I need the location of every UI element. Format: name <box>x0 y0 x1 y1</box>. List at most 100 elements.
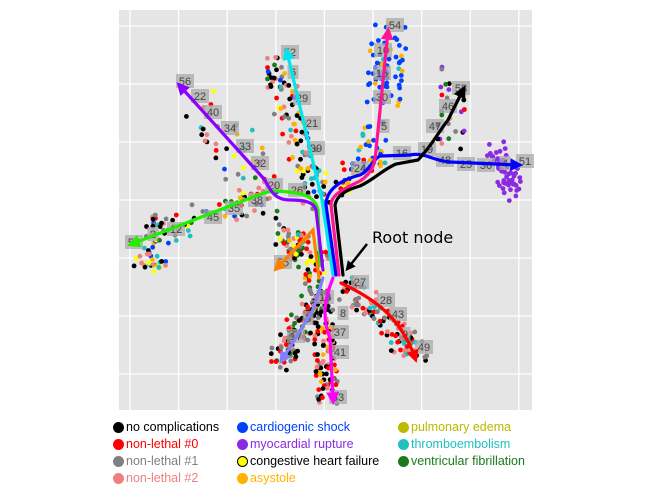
data-point <box>446 136 452 142</box>
legend-item: non-lethal #2 <box>113 470 219 487</box>
node-label-text: 27 <box>354 277 366 289</box>
data-point <box>170 217 176 223</box>
node-label-box <box>316 290 334 304</box>
data-point <box>282 114 287 120</box>
data-point <box>320 358 326 364</box>
data-point <box>393 74 398 80</box>
data-point <box>142 264 148 270</box>
data-point <box>372 81 378 86</box>
data-point <box>296 264 301 270</box>
data-point <box>286 83 292 88</box>
data-point <box>163 216 169 222</box>
root-node-label: Root node <box>372 228 453 247</box>
data-point <box>249 127 255 133</box>
node-label-box <box>191 89 209 103</box>
node-label-text: 39 <box>310 143 322 155</box>
data-point <box>296 318 302 323</box>
data-point <box>131 263 137 269</box>
data-point <box>275 231 281 236</box>
legend-marker <box>398 422 409 433</box>
data-point <box>150 216 156 222</box>
data-point <box>294 168 300 174</box>
node-label-text: 54 <box>389 20 401 32</box>
node-label-box <box>147 227 159 241</box>
branch-lightpurple <box>279 276 325 365</box>
data-point <box>292 121 297 127</box>
data-point <box>241 165 246 171</box>
data-point <box>392 35 398 41</box>
data-point <box>355 156 361 162</box>
branch-blue <box>324 152 524 277</box>
data-point <box>222 166 227 172</box>
branch-black <box>333 85 466 277</box>
data-point <box>290 155 295 160</box>
data-point <box>330 307 336 313</box>
data-point <box>213 141 219 147</box>
data-point <box>378 159 383 165</box>
data-point <box>439 112 445 118</box>
data-point <box>366 82 371 88</box>
data-point <box>401 341 407 346</box>
data-point <box>388 340 394 345</box>
data-point <box>293 128 299 134</box>
data-point <box>367 305 373 311</box>
data-point <box>309 176 314 182</box>
data-point <box>398 347 403 353</box>
data-point <box>364 99 370 105</box>
data-point <box>288 358 294 364</box>
data-point <box>237 195 243 201</box>
data-point <box>324 371 329 377</box>
data-point <box>462 107 467 112</box>
data-point <box>382 160 388 166</box>
data-point <box>265 55 270 61</box>
data-point <box>397 96 403 102</box>
data-point <box>159 220 164 226</box>
data-point <box>280 131 285 137</box>
node-label-21: 21 <box>303 116 321 130</box>
data-point <box>497 183 502 189</box>
data-point <box>337 297 342 302</box>
data-point <box>500 186 506 191</box>
data-point <box>150 244 156 250</box>
data-point <box>439 92 445 98</box>
data-point <box>371 316 377 321</box>
data-point <box>386 56 392 62</box>
data-point <box>341 167 347 173</box>
data-point <box>374 60 380 66</box>
data-point <box>173 238 179 243</box>
data-point <box>231 153 237 159</box>
data-point <box>302 281 308 287</box>
data-point <box>278 332 283 338</box>
data-point <box>269 359 274 364</box>
data-point <box>312 337 318 342</box>
data-point <box>340 160 345 166</box>
data-point <box>295 232 301 238</box>
data-point <box>322 179 328 185</box>
data-point <box>166 240 171 246</box>
data-point <box>286 140 292 145</box>
node-label-49: 49 <box>415 340 433 354</box>
node-label-32: 32 <box>251 156 269 170</box>
data-point <box>371 137 376 143</box>
node-label-box <box>378 119 390 133</box>
data-point <box>493 150 499 155</box>
data-point <box>305 166 311 171</box>
data-point <box>236 187 242 193</box>
data-point <box>397 43 402 48</box>
node-label-box <box>221 121 239 135</box>
data-point <box>307 250 313 255</box>
data-point <box>501 139 507 145</box>
node-label-54: 54 <box>386 18 404 32</box>
legend-marker <box>237 456 248 467</box>
data-point <box>383 137 389 143</box>
data-point <box>187 233 193 239</box>
node-label-box <box>303 116 321 130</box>
data-point <box>511 181 517 187</box>
branch-red <box>339 281 419 363</box>
legend-marker <box>113 473 124 484</box>
legend-item: ventricular fibrillation <box>398 453 525 470</box>
node-label-5: 5 <box>378 119 390 133</box>
data-point <box>501 178 507 183</box>
legend-label: no complications <box>126 420 220 434</box>
data-point <box>354 307 359 313</box>
